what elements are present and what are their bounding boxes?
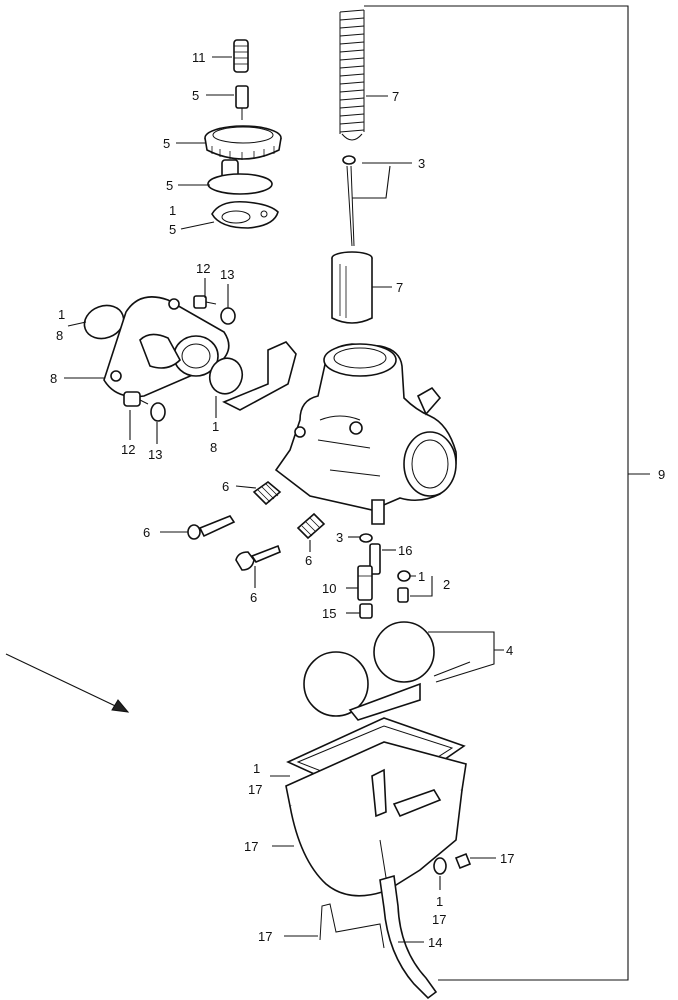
cable-nut-5 — [235, 85, 249, 120]
callout-17: 17 — [500, 851, 514, 866]
callout-5: 5 — [166, 178, 173, 193]
carburetor-body — [222, 341, 457, 525]
leader-lines — [64, 56, 504, 943]
cable-adjuster-11 — [233, 39, 249, 73]
needle-clip-3 — [342, 155, 356, 165]
callout-8: 8 — [210, 440, 217, 455]
callout-13: 13 — [220, 267, 234, 282]
callout-4: 4 — [506, 643, 513, 658]
callout-10: 10 — [322, 581, 336, 596]
o-ring-8-top — [83, 304, 125, 340]
needle-jet-holder-10 — [357, 565, 373, 601]
callout-17: 17 — [248, 782, 262, 797]
callout-17: 17 — [432, 912, 446, 927]
washer-13-top — [220, 307, 236, 325]
callout-labels: 11 5 5 5 1 5 7 3 7 12 13 1 8 8 12 13 1 8… — [50, 50, 665, 950]
bolt-12-top — [193, 295, 217, 309]
callout-2: 2 — [443, 577, 450, 592]
jet-needle — [346, 165, 355, 247]
callout-17: 17 — [244, 839, 258, 854]
callout-3: 3 — [418, 156, 425, 171]
pilot-screw-6a — [252, 480, 282, 506]
bolt-12-bottom — [123, 391, 149, 407]
callout-6: 6 — [143, 525, 150, 540]
callout-5: 5 — [163, 136, 170, 151]
throttle-stop-screw-6b — [187, 515, 236, 540]
callout-1: 1 — [253, 761, 260, 776]
drain-washer-1f — [433, 857, 447, 875]
callout-1: 1 — [436, 894, 443, 909]
o-ring-3b — [359, 533, 373, 543]
callout-7: 7 — [396, 280, 403, 295]
callout-5: 5 — [192, 88, 199, 103]
drain-screw-17 — [454, 852, 472, 870]
callout-6: 6 — [250, 590, 257, 605]
callout-6: 6 — [305, 553, 312, 568]
callout-14: 14 — [428, 935, 442, 950]
float-chamber-clip-17 — [319, 903, 385, 949]
throttle-spring-7 — [339, 9, 365, 141]
cap-gasket-5 — [211, 200, 279, 229]
throttle-valve-7 — [331, 251, 373, 324]
callout-15: 15 — [322, 606, 336, 621]
top-ring-nut-5 — [204, 125, 282, 160]
intake-insulator-8 — [103, 296, 230, 398]
callout-12: 12 — [121, 442, 135, 457]
callout-1: 1 — [212, 419, 219, 434]
washer-1d — [397, 570, 411, 582]
idle-screw-6d — [235, 544, 281, 571]
o-ring-8-right — [208, 357, 244, 395]
callout-1: 1 — [418, 569, 425, 584]
callout-6: 6 — [222, 479, 229, 494]
callout-7: 7 — [392, 89, 399, 104]
callout-8: 8 — [50, 371, 57, 386]
assembly-bracket-9 — [364, 5, 650, 981]
callout-13: 13 — [148, 447, 162, 462]
main-jet-15 — [359, 603, 373, 619]
drain-tube-14 — [379, 874, 438, 1000]
top-cap-5 — [207, 159, 273, 195]
callout-12: 12 — [196, 261, 210, 276]
callout-5: 5 — [169, 222, 176, 237]
direction-arrow — [5, 653, 130, 713]
callout-3: 3 — [336, 530, 343, 545]
spring-6c — [296, 512, 326, 540]
float-chamber-17 — [285, 741, 467, 897]
callout-16: 16 — [398, 543, 412, 558]
callout-11: 11 — [192, 50, 206, 65]
callout-17: 17 — [258, 929, 272, 944]
callout-1: 1 — [58, 307, 65, 322]
callout-8: 8 — [56, 328, 63, 343]
float-valve-seat-2 — [397, 587, 409, 603]
float-4 — [303, 621, 471, 721]
callout-1: 1 — [169, 203, 176, 218]
callout-9: 9 — [658, 467, 665, 482]
washer-13-bottom — [150, 402, 166, 422]
